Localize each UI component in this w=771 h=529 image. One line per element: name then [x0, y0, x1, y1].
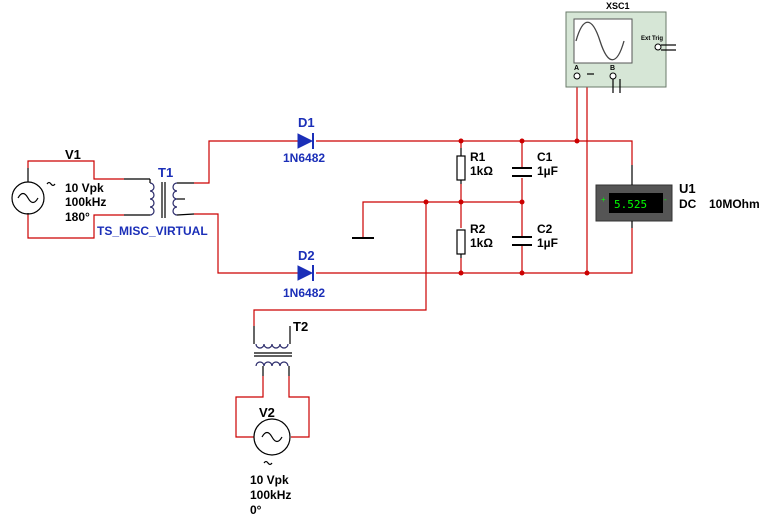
- junction-dot: [519, 270, 525, 276]
- ext-trig-terminal[interactable]: [654, 43, 662, 51]
- multimeter-display: [609, 193, 663, 213]
- secondary-coil-icon: [172, 182, 178, 216]
- multimeter-mode: DC: [679, 197, 697, 211]
- oscilloscope[interactable]: [565, 11, 676, 93]
- d1-diode[interactable]: [297, 133, 314, 149]
- d1-name: D1: [298, 115, 315, 130]
- wire-t1-d2[interactable]: [194, 213, 298, 274]
- junction-dot: [458, 270, 464, 276]
- v1-phase: 180°: [65, 210, 90, 224]
- r1-name: R1: [470, 150, 486, 164]
- wire-v1-bottom[interactable]: [27, 213, 124, 239]
- resistor-icon: [456, 155, 466, 181]
- c1-name: C1: [537, 150, 553, 164]
- channel-a-terminal[interactable]: [573, 72, 581, 80]
- multimeter-reading: 5.525: [614, 198, 647, 211]
- v2-source[interactable]: [253, 418, 291, 466]
- r1-resistor[interactable]: [456, 148, 466, 184]
- d2-diode[interactable]: [297, 265, 314, 281]
- v1-amplitude: 10 Vpk: [65, 181, 104, 195]
- c2-name: C2: [537, 222, 553, 236]
- primary-coil-icon: [149, 182, 155, 216]
- c2-value: 1µF: [537, 236, 558, 250]
- t1-name: T1: [158, 165, 173, 180]
- sine-icon: [17, 192, 39, 204]
- v2-frequency: 100kHz: [250, 488, 291, 502]
- t1-model: TS_MISC_VIRTUAL: [97, 224, 208, 238]
- wire-midpoint-t2[interactable]: [253, 202, 427, 326]
- v2-amplitude: 10 Vpk: [250, 473, 289, 487]
- junction-dot: [423, 199, 429, 205]
- resistor-icon: [456, 229, 466, 255]
- wires: [27, 82, 633, 438]
- tilde-icon: [263, 460, 273, 466]
- junction-dot: [584, 270, 590, 276]
- primary-coil-icon: [255, 343, 289, 349]
- v2-phase: 0°: [250, 503, 262, 517]
- tilde-icon: [46, 181, 56, 187]
- channel-a-label: A: [574, 65, 579, 72]
- c2-capacitor[interactable]: [512, 236, 532, 246]
- r2-resistor[interactable]: [456, 229, 466, 258]
- wire-t2-v2-right[interactable]: [288, 376, 310, 438]
- channel-b-label: B: [610, 65, 615, 72]
- minus-icon: -: [664, 195, 667, 204]
- junction-dot: [574, 138, 580, 144]
- wire-t2-v2-left[interactable]: [235, 376, 264, 438]
- v2-name: V2: [259, 405, 275, 420]
- junction-dot: [458, 138, 464, 144]
- multimeter-impedance: 10MOhm: [709, 197, 760, 211]
- r2-value: 1kΩ: [470, 236, 493, 250]
- wire-d1-top-rail[interactable]: [316, 140, 633, 165]
- secondary-coil-icon: [255, 361, 289, 367]
- scope-screen: [573, 18, 633, 64]
- multimeter-name: U1: [679, 181, 696, 196]
- wire-t1-d1[interactable]: [194, 140, 298, 184]
- junction-dot: [519, 138, 525, 144]
- plus-icon: +: [601, 195, 606, 204]
- r1-value: 1kΩ: [470, 164, 493, 178]
- wire-v1-top[interactable]: [27, 160, 124, 180]
- v1-name: V1: [65, 147, 81, 162]
- r2-name: R2: [470, 222, 486, 236]
- d2-model: 1N6482: [283, 286, 325, 300]
- channel-b-terminal[interactable]: [609, 72, 617, 80]
- ext-trig-label: Ext Trig: [641, 36, 663, 42]
- waveform-icon: [575, 21, 625, 61]
- junctions: [423, 138, 590, 276]
- c1-value: 1µF: [537, 164, 558, 178]
- t1-transformer[interactable]: [124, 178, 195, 218]
- sine-icon: [261, 431, 283, 443]
- c1-capacitor[interactable]: [512, 167, 532, 177]
- d2-name: D2: [298, 248, 315, 263]
- t2-name: T2: [293, 319, 308, 334]
- junction-dot: [519, 199, 525, 205]
- wire-midpoint-ground[interactable]: [362, 201, 522, 237]
- multimeter[interactable]: + -: [595, 165, 673, 228]
- v1-frequency: 100kHz: [65, 195, 106, 209]
- v1-source[interactable]: [11, 168, 56, 215]
- diode-icon: [297, 265, 314, 281]
- diode-icon: [297, 133, 314, 149]
- oscilloscope-name: XSC1: [606, 1, 630, 11]
- t2-transformer[interactable]: [253, 326, 292, 376]
- wire-d2-bottom-rail[interactable]: [316, 228, 633, 274]
- junction-dot: [458, 199, 464, 205]
- d1-model: 1N6482: [283, 151, 325, 165]
